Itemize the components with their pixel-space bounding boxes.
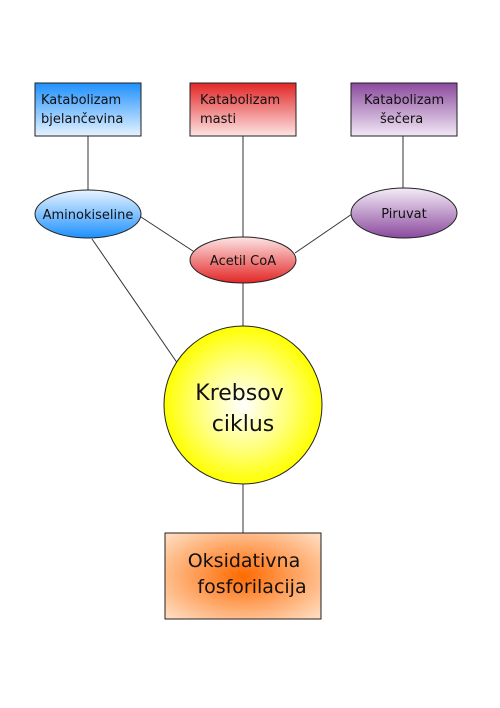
protein-catabolism-line-2: bjelančevina [41, 112, 123, 127]
oxidative-phosphorylation-box: Oksidativna fosforilacija [164, 532, 322, 620]
protein-catabolism-box: Katabolizam bjelančevina [34, 82, 142, 137]
line-pyruvate-to-acetyl [294, 213, 353, 254]
krebs-cycle-circle: Krebsov ciklus [163, 325, 323, 485]
fat-catabolism-line-1: Katabolizam [200, 93, 280, 108]
svg-text:Katabolizam šečera: Katabolizam šečera [364, 93, 448, 127]
pyruvate-label: Piruvat [381, 207, 427, 222]
svg-text:Krebsov ciklus: Krebsov ciklus [195, 381, 290, 437]
sugar-catabolism-line-2: šečera [380, 112, 423, 127]
line-amino-to-krebs [91, 238, 181, 368]
line-amino-to-acetyl [140, 216, 197, 254]
pyruvate-oval: Piruvat [350, 187, 458, 239]
svg-text:Katabolizam masti: Katabolizam masti [200, 93, 284, 127]
oxidative-phosphorylation-line-2: fosforilacija [197, 576, 306, 598]
acetyl-coa-label: Acetil CoA [210, 254, 276, 269]
svg-text:Oksidativna fosforilacij: Oksidativna fosforilacija [188, 550, 307, 598]
fat-catabolism-box: Katabolizam masti [189, 82, 297, 137]
krebs-cycle-line-1: Krebsov [195, 381, 283, 406]
krebs-cycle-line-2: ciklus [212, 412, 274, 437]
amino-acids-oval: Aminokiseline [34, 189, 142, 239]
svg-text:Katabolizam bjelančevina: Katabolizam bjelančevina [41, 93, 125, 127]
fat-catabolism-line-2: masti [200, 112, 236, 127]
acetyl-coa-oval: Acetil CoA [189, 236, 297, 284]
oxidative-phosphorylation-line-1: Oksidativna [188, 550, 301, 572]
amino-acids-label: Aminokiseline [43, 208, 134, 223]
protein-catabolism-line-1: Katabolizam [41, 93, 121, 108]
connector-lines [87, 136, 404, 533]
sugar-catabolism-box: Katabolizam šečera [350, 82, 458, 137]
sugar-catabolism-line-1: Katabolizam [364, 93, 444, 108]
